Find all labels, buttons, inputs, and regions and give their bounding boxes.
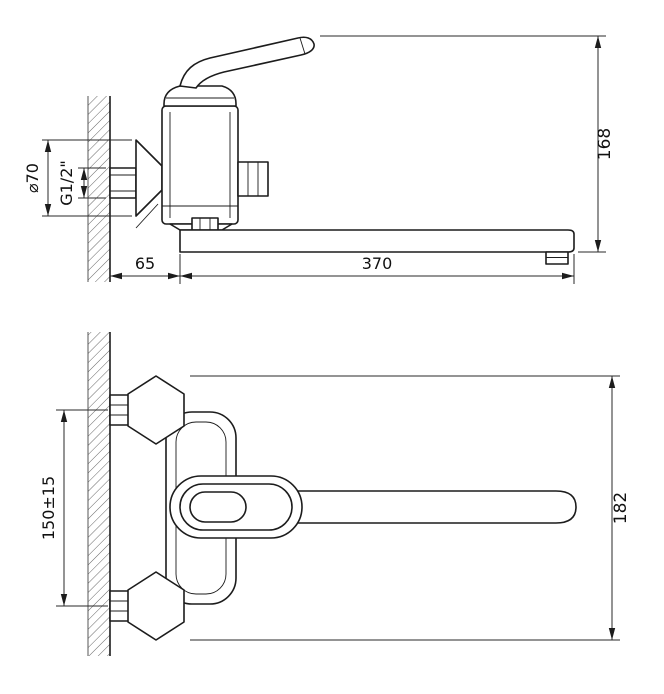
dim-overall-height-168: 168 — [320, 35, 615, 253]
lever-handle — [179, 36, 315, 89]
dim-label-overall-height: 168 — [595, 128, 615, 160]
spout-joint-leader-line — [135, 203, 159, 229]
handle-inner-ring — [179, 483, 293, 531]
escutcheon-hex — [127, 571, 185, 641]
dim-overall-height-182: 182 — [190, 375, 631, 641]
cartridge-cap — [163, 85, 237, 107]
side-view: 168 ⌀70 G1/2" 65 370 — [23, 35, 615, 284]
dim-label-inlet-spacing: 150±15 — [39, 476, 58, 540]
handle-front — [169, 475, 303, 539]
spout-front — [231, 490, 577, 524]
dim-label-flange-diameter: ⌀70 — [23, 163, 42, 193]
escutcheon-hex — [127, 375, 185, 445]
dim-label-spout-length: 370 — [362, 254, 393, 273]
outlet-nut — [237, 161, 269, 197]
spout-nut — [191, 217, 219, 231]
inlet-bottom-front — [109, 571, 185, 641]
inlet-pipe — [109, 167, 137, 199]
inlet-connection-side — [109, 139, 163, 217]
wall-hatch — [88, 332, 110, 656]
dim-label-overall-height: 182 — [611, 492, 631, 524]
dim-inlet-thread-g12: G1/2" — [57, 160, 106, 206]
wall-section-side — [87, 96, 111, 282]
spout-side — [169, 217, 575, 265]
dim-flange-diameter-70: ⌀70 — [23, 139, 132, 217]
escutcheon-cone — [135, 139, 163, 217]
inlet-top-front — [109, 375, 185, 445]
shower-outlet-side — [237, 161, 269, 197]
wall-section-front — [87, 332, 111, 656]
dim-label-wall-to-spout: 65 — [135, 254, 155, 273]
handle-tip-line — [299, 37, 306, 55]
wall-hatch — [88, 96, 110, 282]
dim-inlet-spacing-150: 150±15 — [39, 409, 108, 607]
front-view: 150±15 182 — [39, 332, 631, 656]
handle-assembly-side — [163, 36, 315, 107]
spout-tube — [179, 229, 575, 253]
handle-grip — [189, 491, 247, 523]
dim-spout-lengths: 65 370 — [110, 254, 575, 284]
aerator — [545, 251, 569, 265]
dim-label-inlet-thread: G1/2" — [57, 160, 76, 206]
